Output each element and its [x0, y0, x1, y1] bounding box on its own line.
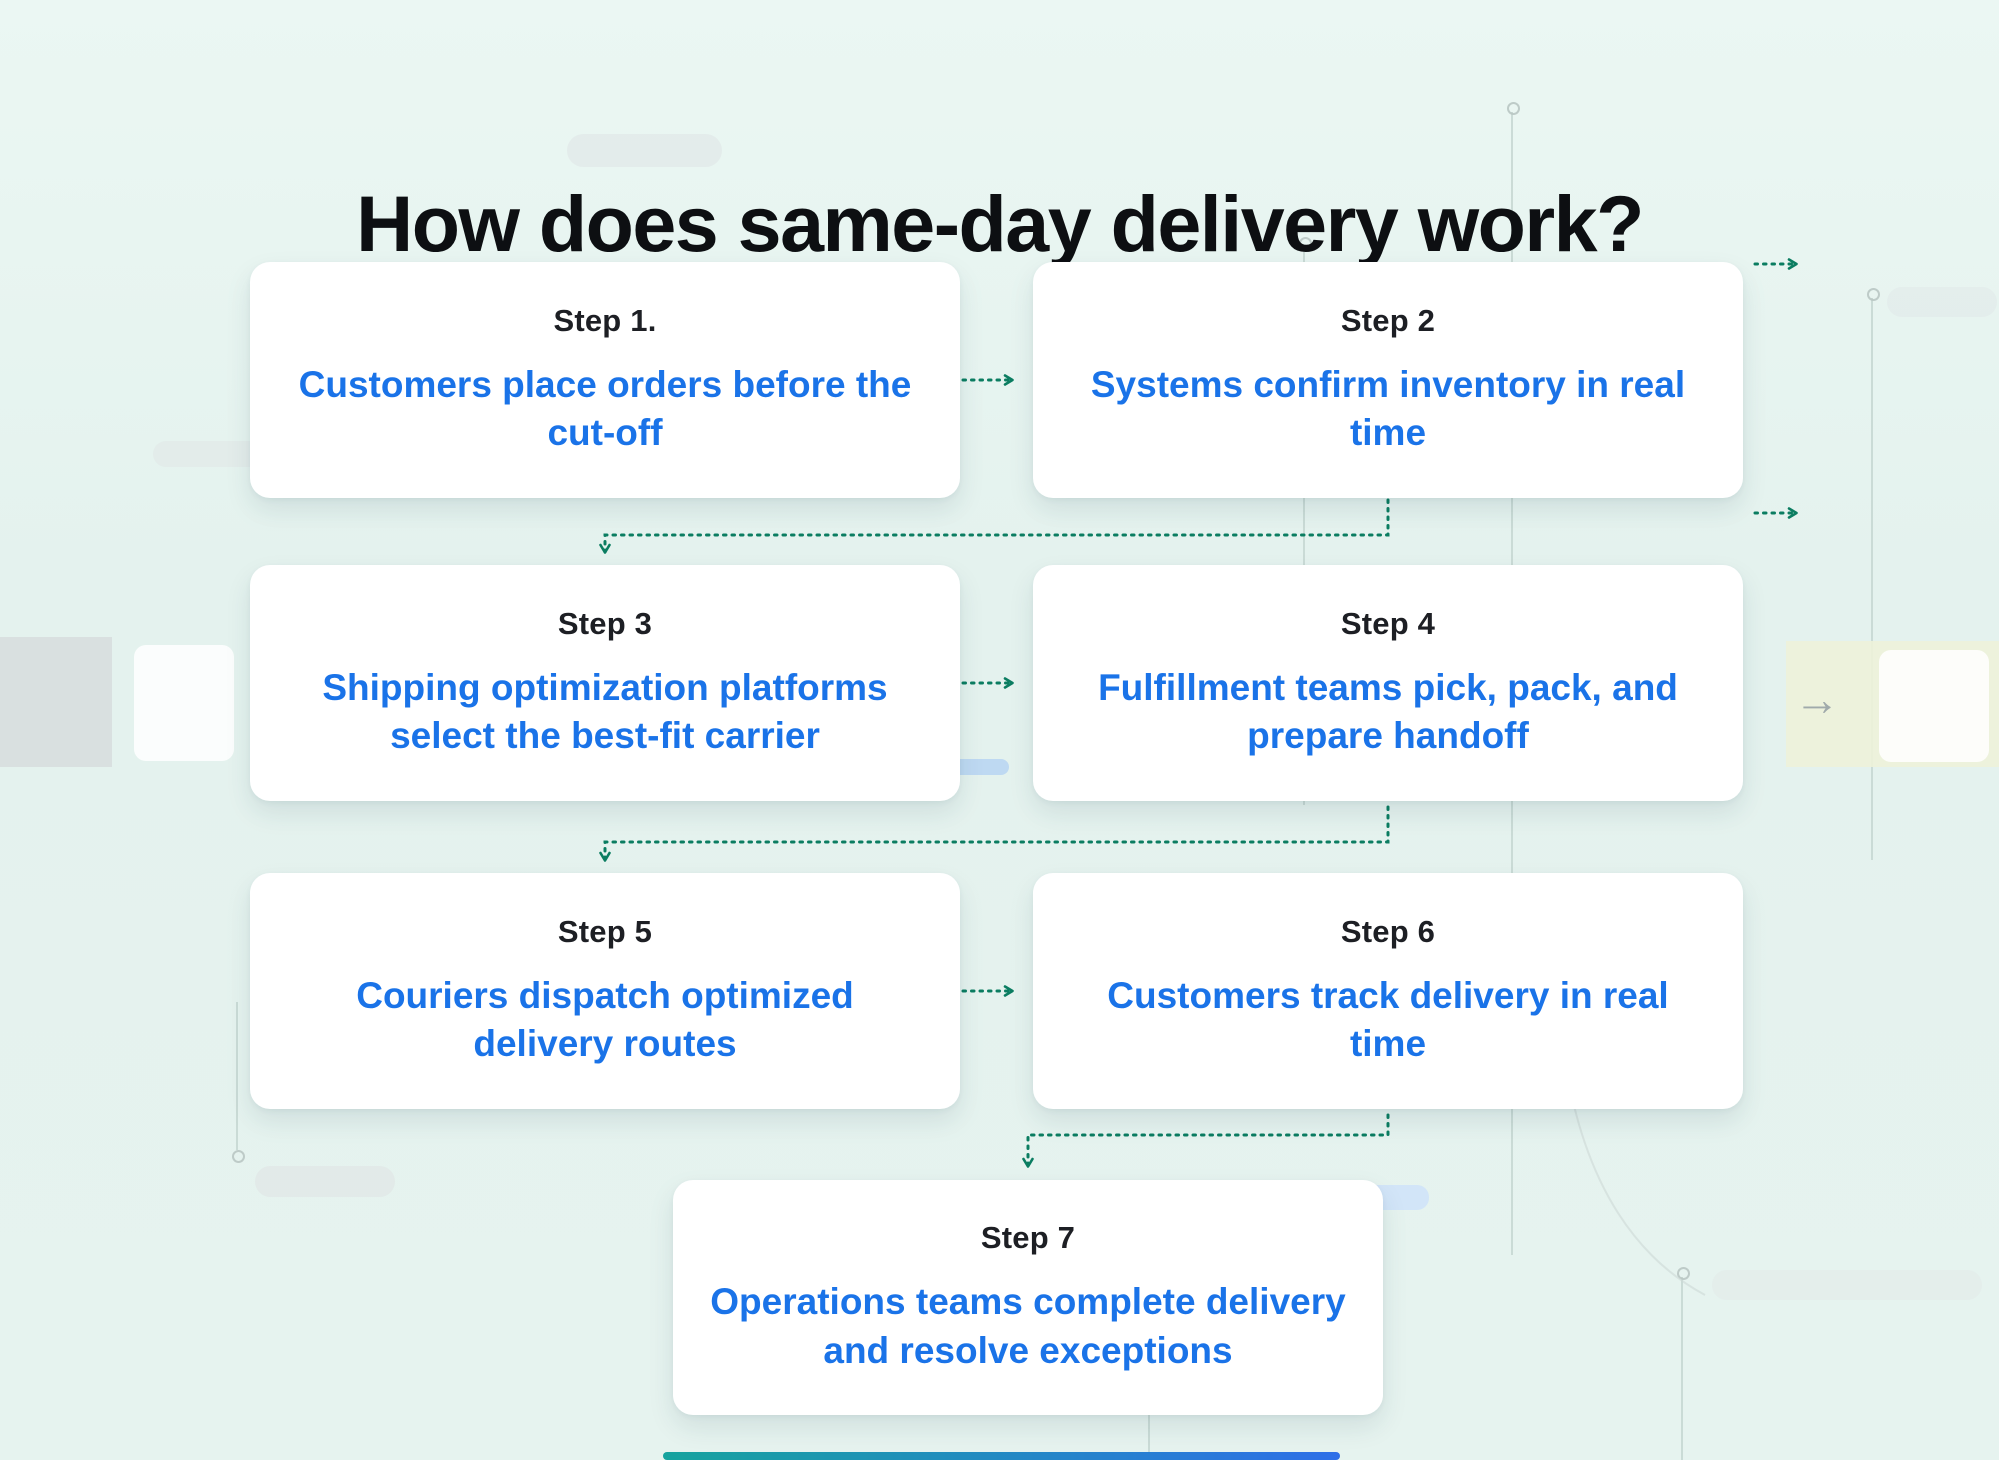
connector-step6-step7	[1022, 1113, 1390, 1168]
step-card-4: Step 4 Fulfillment teams pick, pack, and…	[1033, 565, 1743, 801]
step-label: Step 5	[557, 913, 653, 949]
connector-step2-step3	[599, 498, 1390, 554]
page-title: How does same-day delivery work?	[356, 178, 1644, 268]
step-card-1: Step 1. Customers place orders before th…	[250, 262, 960, 498]
step-label: Step 1.	[553, 302, 657, 338]
background-line	[1871, 298, 1873, 860]
background-node-dot	[1507, 102, 1520, 115]
background-node-dot	[232, 1150, 245, 1163]
step-card-3: Step 3 Shipping optimization platforms s…	[250, 565, 960, 801]
background-node-dot	[1867, 288, 1880, 301]
step-text: Customers track delivery in real time	[1107, 974, 1669, 1064]
background-line	[236, 1002, 238, 1150]
step-text: Customers place orders before the cut-of…	[298, 363, 912, 453]
step-label: Step 6	[1340, 913, 1436, 949]
background-pill	[1712, 1270, 1982, 1300]
connector-step4-step5	[599, 805, 1390, 862]
step-card-6: Step 6 Customers track delivery in real …	[1033, 873, 1743, 1109]
background-card	[1879, 650, 1989, 762]
background-pill	[1887, 287, 1997, 317]
background-pill	[567, 134, 722, 167]
step-text: Shipping optimization platforms select t…	[322, 666, 888, 756]
background-pill	[255, 1166, 395, 1197]
background-accent-bar	[663, 1452, 1340, 1460]
background-node-dot	[1299, 237, 1312, 250]
step-label: Step 3	[557, 605, 653, 641]
background-line	[1681, 1277, 1683, 1460]
step-card-7: Step 7 Operations teams complete deliver…	[673, 1180, 1383, 1415]
background-block	[0, 637, 112, 767]
background-node-dot	[1677, 1267, 1690, 1280]
step-label: Step 7	[980, 1220, 1076, 1256]
step-card-5: Step 5 Couriers dispatch optimized deliv…	[250, 873, 960, 1109]
background-card	[134, 645, 234, 761]
step-text: Couriers dispatch optimized delivery rou…	[356, 974, 854, 1064]
step-text: Systems confirm inventory in real time	[1090, 363, 1686, 453]
step-text: Operations teams complete delivery and r…	[710, 1281, 1346, 1371]
step-text: Fulfillment teams pick, pack, and prepar…	[1098, 666, 1678, 756]
step-label: Step 2	[1340, 302, 1436, 338]
background-arrow-icon: →	[1794, 673, 1840, 725]
step-card-2: Step 2 Systems confirm inventory in real…	[1033, 262, 1743, 498]
step-label: Step 4	[1340, 605, 1436, 641]
